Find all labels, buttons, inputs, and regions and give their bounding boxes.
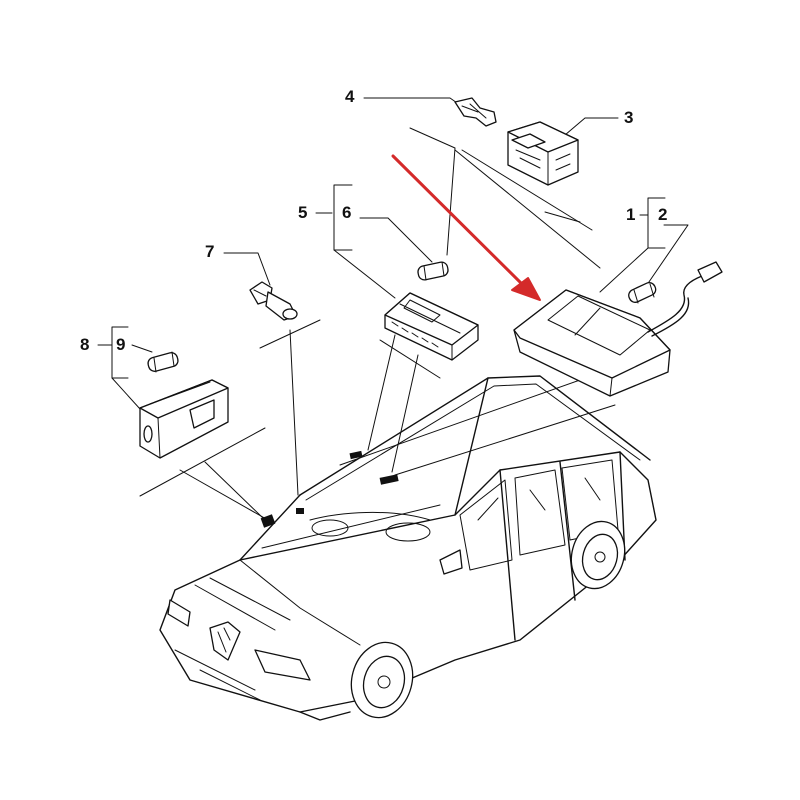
part-4-clip xyxy=(454,97,497,127)
red-pointer-arrow xyxy=(391,154,541,301)
part-2-bulb xyxy=(628,281,657,304)
leader-lines xyxy=(97,97,689,521)
callout-7: 7 xyxy=(205,242,215,261)
part-7-bulb-holder xyxy=(249,281,298,321)
callout-4: 4 xyxy=(345,87,355,106)
part-8-lamp-unit xyxy=(139,379,229,459)
callout-6: 6 xyxy=(342,203,352,222)
part-1-dome-lamp xyxy=(513,261,723,397)
part-5-lamp-housing xyxy=(384,292,479,361)
station-wagon-car xyxy=(159,375,657,721)
callout-8: 8 xyxy=(80,335,90,354)
callout-2: 2 xyxy=(658,205,668,224)
callout-3: 3 xyxy=(624,108,634,127)
callout-9: 9 xyxy=(116,335,126,354)
part-6-bulb xyxy=(417,261,449,281)
callout-1: 1 xyxy=(626,205,636,224)
part-3-connector xyxy=(507,121,579,186)
part-9-bulb xyxy=(147,351,179,373)
callout-5: 5 xyxy=(298,203,308,222)
